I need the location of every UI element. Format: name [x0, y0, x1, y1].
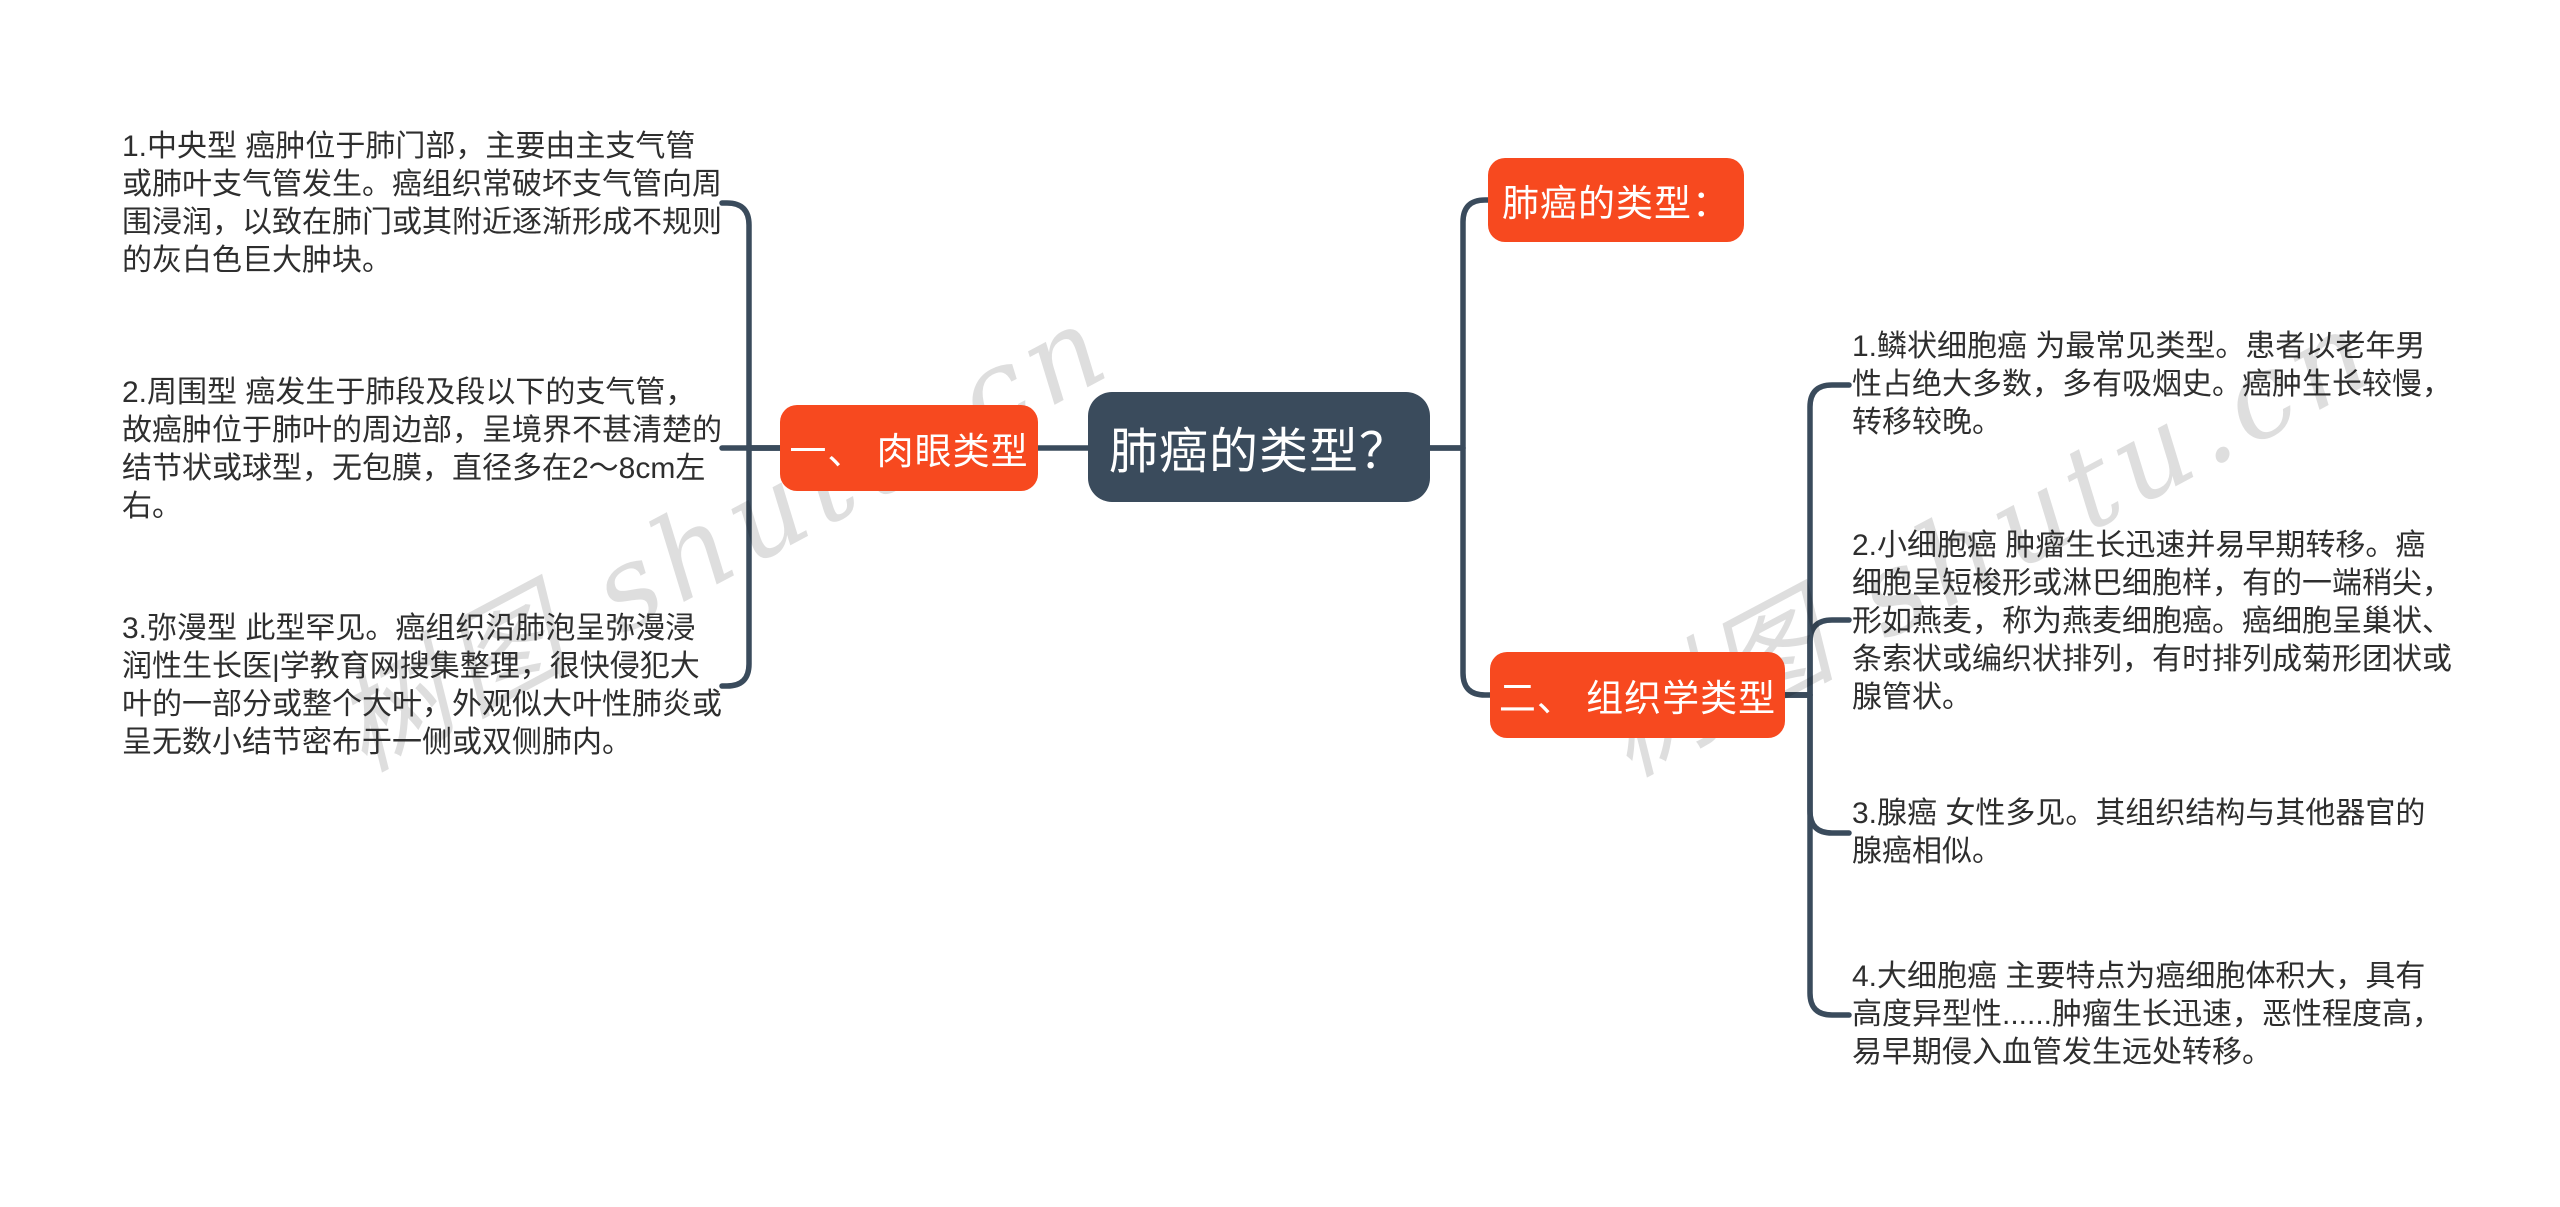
edge-right-branch-child4	[1781, 692, 1852, 1018]
leaf-node-squamous-cell-carcinoma[interactable]: 1.鳞状细胞癌 为最常见类型。患者以老年男 性占绝大多数，多有吸烟史。癌肿生长较…	[1852, 330, 2452, 439]
leaf-node-adenocarcinoma[interactable]: 3.腺癌 女性多见。其组织结构与其他器官的 腺癌相似。	[1852, 797, 2426, 868]
branch-node-types-header[interactable]: 肺癌的类型：	[1488, 158, 1744, 242]
edge-right-branch-child3	[1781, 692, 1852, 836]
leaf-node-central-type[interactable]: 1.中央型 癌肿位于肺门部，主要由主支气管 或肺叶支气管发生。癌组织常破坏支气管…	[122, 130, 722, 277]
leaf-node-peripheral-type[interactable]: 2.周围型 癌发生于肺段及段以下的支气管， 故癌肿位于肺叶的周边部，呈境界不甚清…	[122, 376, 722, 523]
root-node-lung-cancer-types[interactable]: 肺癌的类型？	[1088, 392, 1430, 502]
branch-node-gross-types[interactable]: 一、 肉眼类型	[780, 405, 1038, 491]
leaf-node-small-cell-carcinoma[interactable]: 2.小细胞癌 肿瘤生长迅速并易早期转移。癌 细胞呈短梭形或淋巴细胞样，有的一端稍…	[1852, 529, 2452, 714]
branch-node-histological-types[interactable]: 二、 组织学类型	[1490, 652, 1785, 738]
edge-right-branch-child1	[1781, 382, 1852, 698]
leaf-node-diffuse-type[interactable]: 3.弥漫型 此型罕见。癌组织沿肺泡呈弥漫浸 润性生长医|学教育网搜集整理，很快侵…	[122, 612, 722, 759]
edge-root-to-right-bottom-node	[1427, 445, 1493, 698]
leaf-node-large-cell-carcinoma[interactable]: 4.大细胞癌 主要特点为癌细胞体积大，具有 高度异型性......肿瘤生长迅速，…	[1852, 960, 2443, 1069]
edge-root-to-right-top-node	[1427, 197, 1491, 451]
edge-right-branch-child2	[1781, 617, 1852, 698]
